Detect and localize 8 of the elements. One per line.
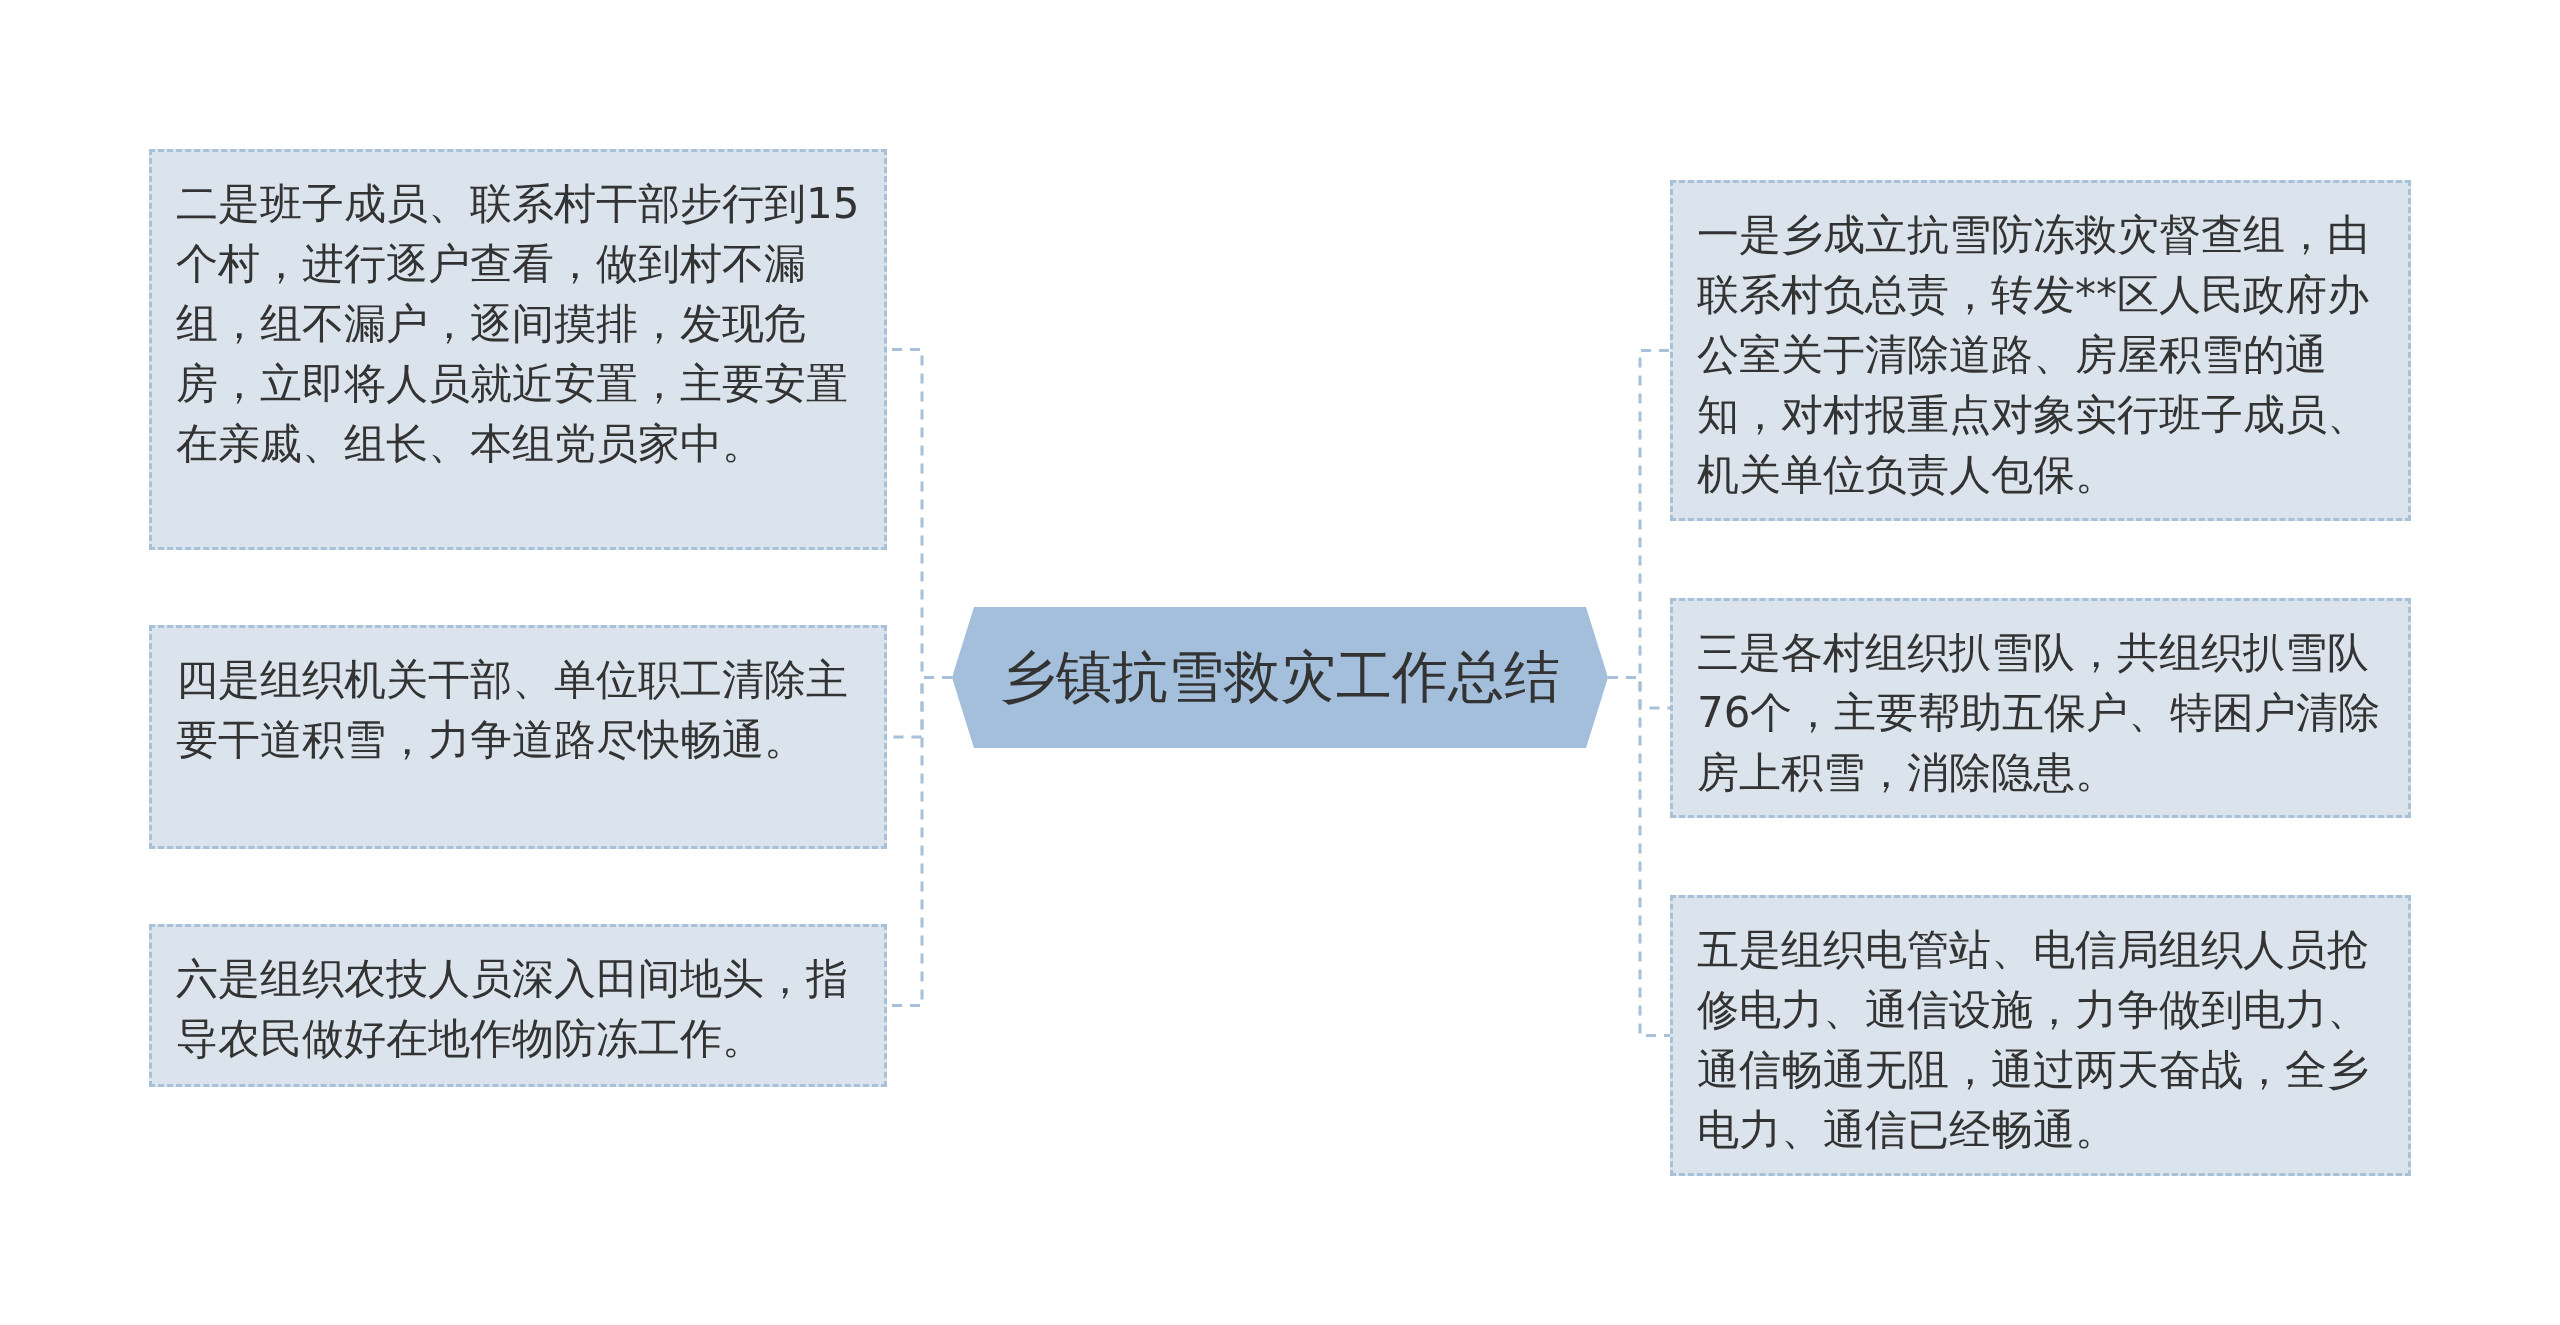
text-card: 三是各村组织扒雪队，共组织扒雪队76个，主要帮助五保户、特困户清除房上积雪，消除隐患。 bbox=[1670, 598, 2411, 818]
text-card: 五是组织电管站、电信局组织人员抢修电力、通信设施，力争做到电力、通信畅通无阻，通过两天奋战，全乡电力、通信已经畅通。 bbox=[1670, 895, 2411, 1176]
text-card: 四是组织机关干部、单位职工清除主要干道积雪，力争道路尽快畅通。 bbox=[149, 625, 887, 849]
text-card: 六是组织农技人员深入田间地头，指导农民做好在地作物防冻工作。 bbox=[149, 924, 887, 1087]
text-card: 一是乡成立抗雪防冻救灾督查组，由联系村负总责，转发**区人民政府办公室关于清除道路、房屋积雪的通知，对村报重点对象实行班子成员、机关单位负责人包保。 bbox=[1670, 180, 2411, 521]
text-card: 二是班子成员、联系村干部步行到15个村，进行逐户查看，做到村不漏组，组不漏户，逐间摸排，发现危房，立即将人员就近安置，主要安置在亲戚、组长、本组党员家中。 bbox=[149, 149, 887, 550]
topic-title: 乡镇抗雪救灾工作总结 bbox=[1000, 642, 1560, 711]
connector-line bbox=[1608, 676, 1670, 1037]
